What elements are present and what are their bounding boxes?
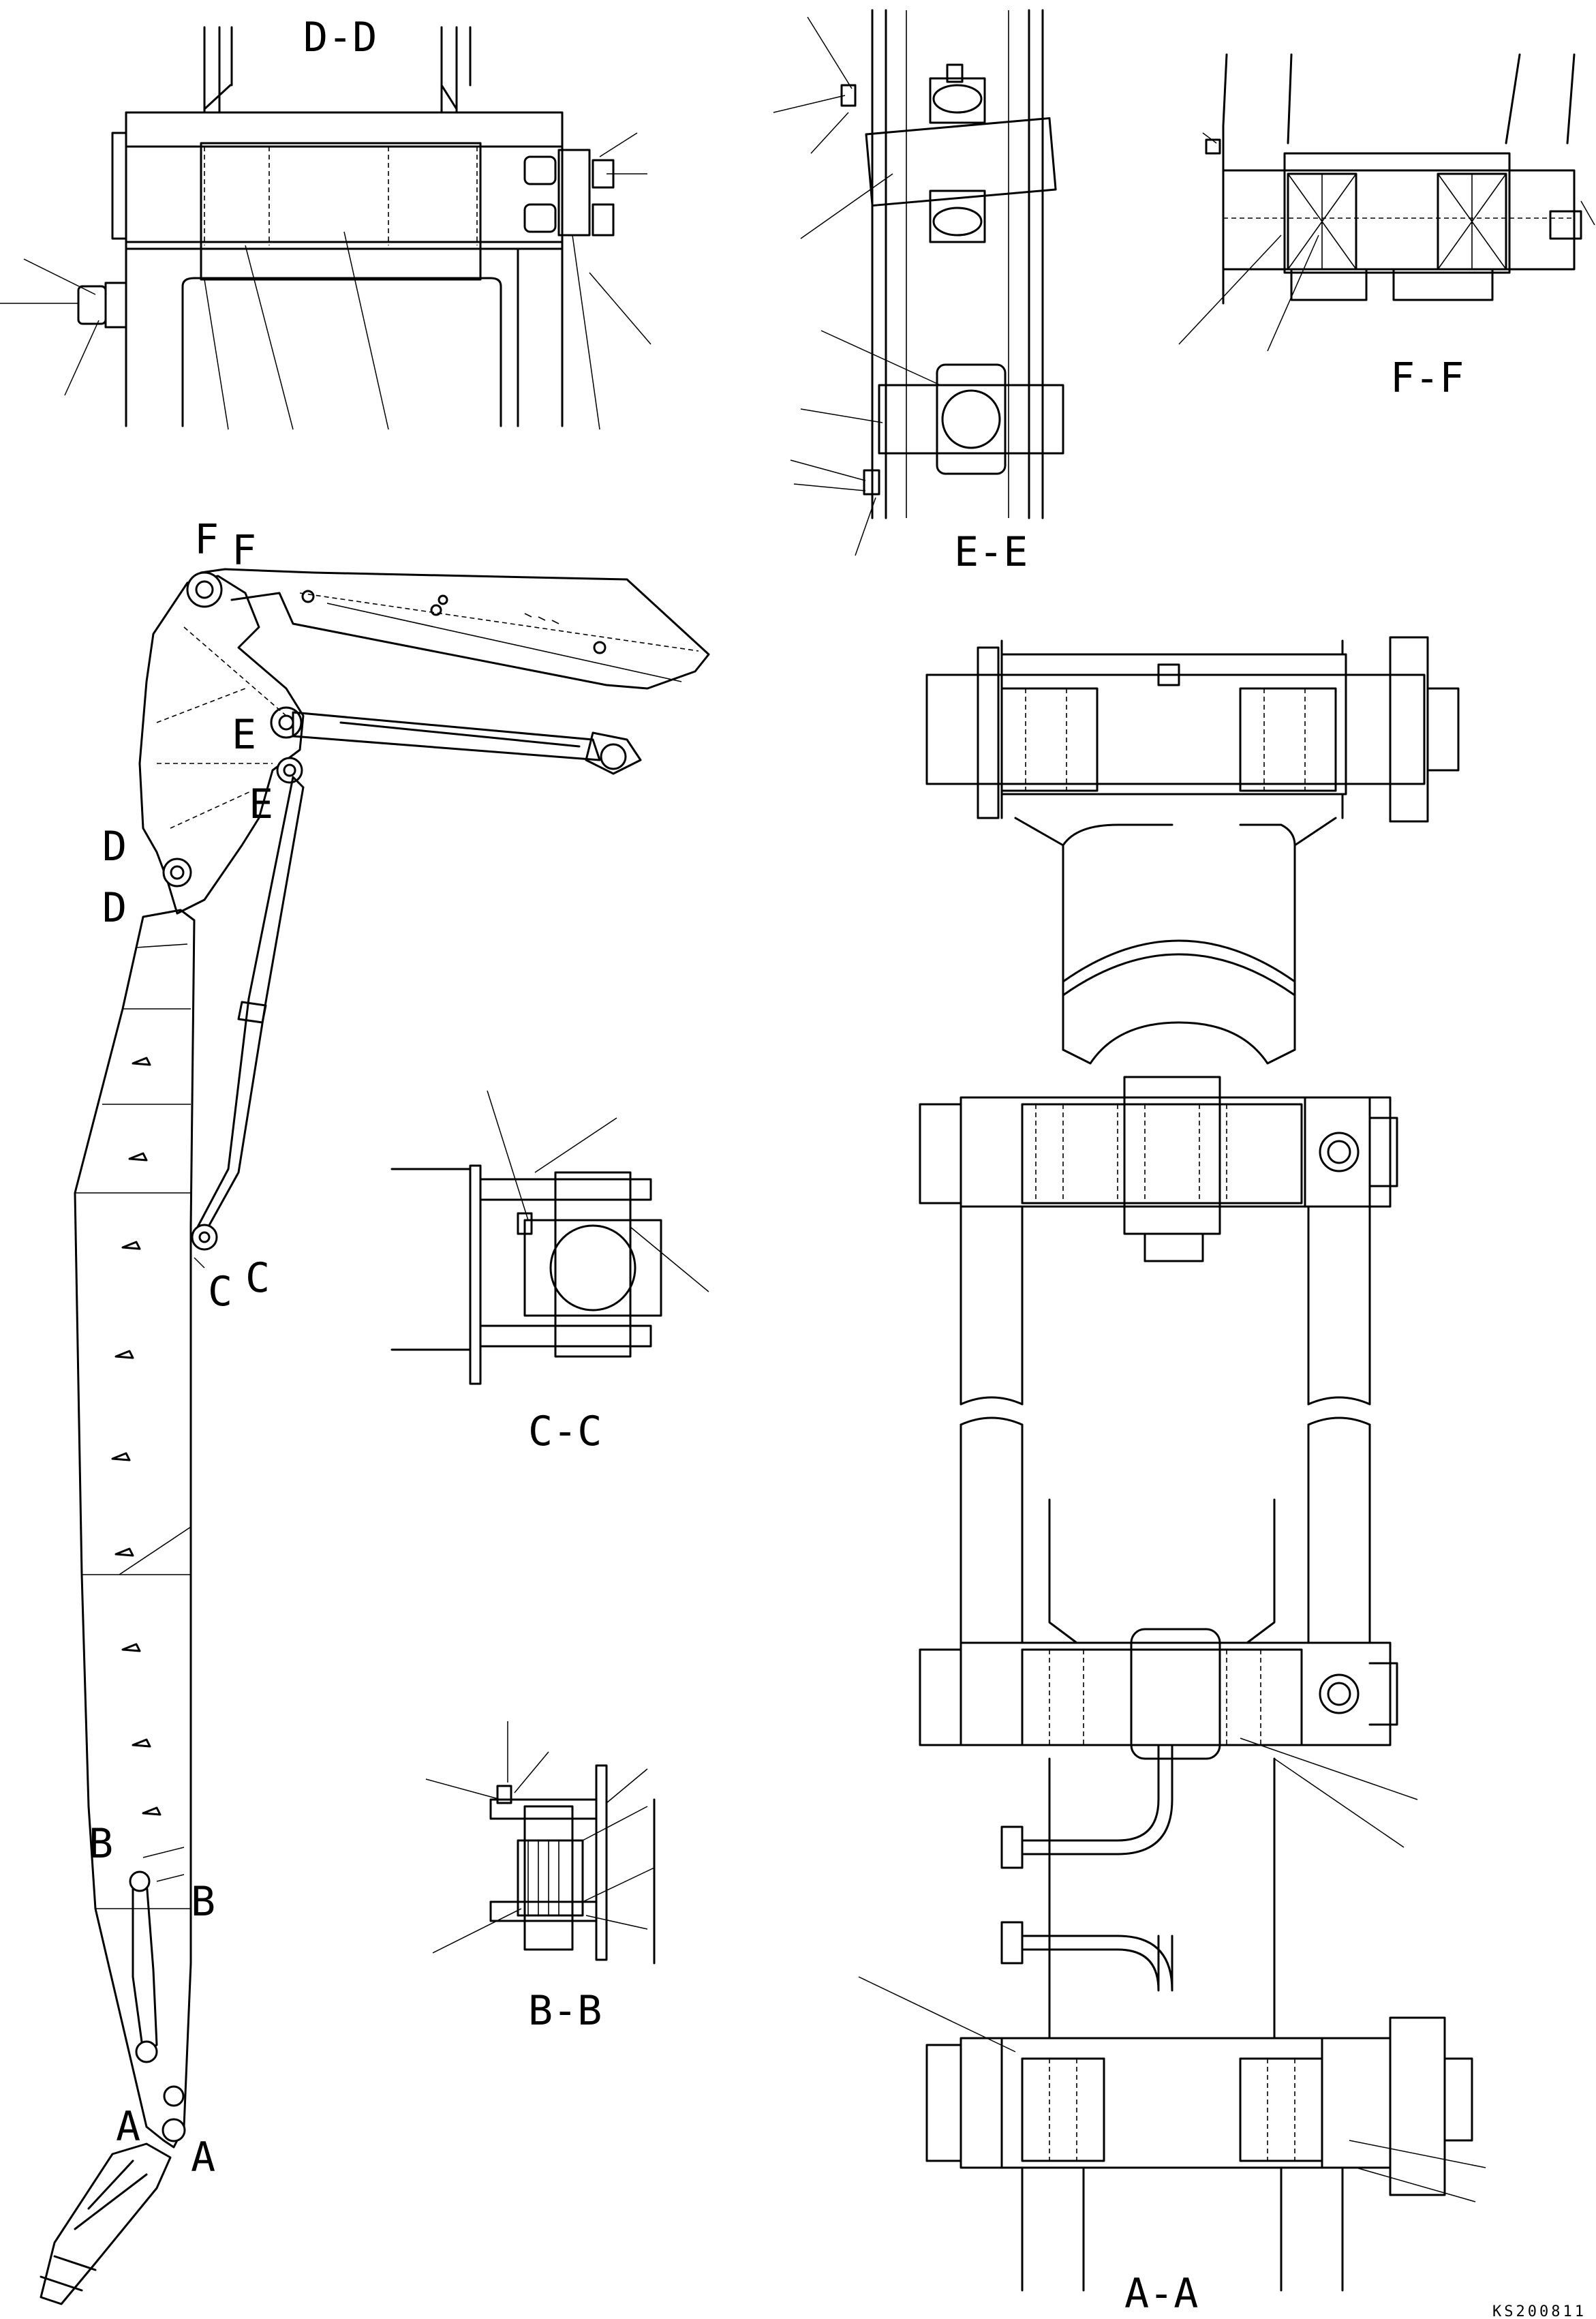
section-label-f-f: F-F xyxy=(1390,354,1464,402)
view-f-f: F-F xyxy=(1178,53,1595,402)
marker-a-1: A xyxy=(116,2103,140,2151)
marker-f-2: F xyxy=(232,527,256,575)
drawing-code: KS200811 xyxy=(1492,2303,1586,2319)
view-d-d: D-D xyxy=(0,14,651,430)
section-label-b-b: B-B xyxy=(528,1987,602,2035)
view-b-b: B-B xyxy=(425,1721,656,2035)
view-e-e: E-E xyxy=(773,9,1064,576)
section-label-e-e: E-E xyxy=(954,528,1028,576)
section-label-c-c: C-C xyxy=(528,1408,602,1455)
section-label-d-d: D-D xyxy=(303,14,377,61)
marker-d-1: D xyxy=(102,823,127,870)
view-c-c: C-C xyxy=(390,1090,709,1455)
marker-c-2: C xyxy=(245,1254,270,1302)
marker-e-1: E xyxy=(232,711,256,759)
marker-e-2: E xyxy=(249,780,273,828)
section-label-a-a: A-A xyxy=(1124,2270,1198,2318)
marker-b-2: B xyxy=(191,1878,215,1926)
marker-d-2: D xyxy=(102,884,127,932)
marker-f-1: F xyxy=(194,516,219,564)
marker-c-1: C xyxy=(208,1268,232,1316)
view-a-a: A-A xyxy=(858,636,1586,2319)
marker-a-2: A xyxy=(191,2134,215,2181)
main-boom: F F E E D D C C B B A A xyxy=(40,516,710,2305)
